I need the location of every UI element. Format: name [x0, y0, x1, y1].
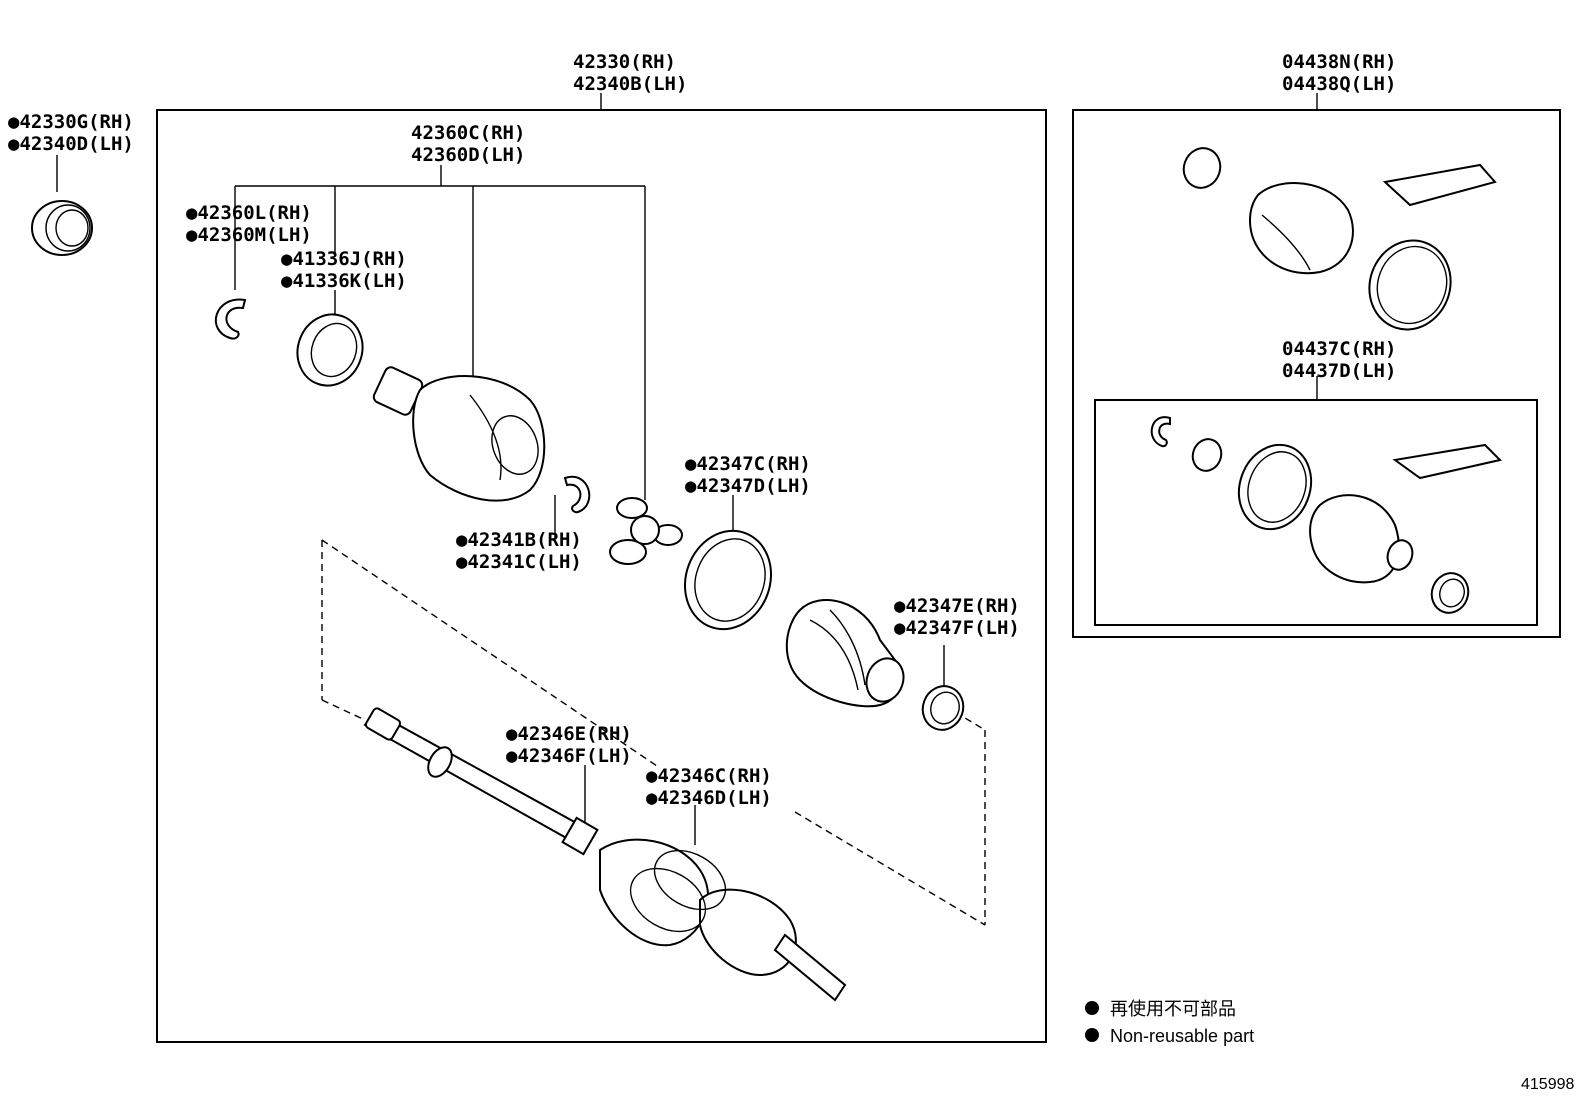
- legend-japanese: 再使用不可部品: [1110, 999, 1236, 1019]
- label-band-d-lh: ●42346D(LH): [646, 787, 772, 809]
- snap-ring-part: [214, 298, 247, 340]
- label-inner-joint-lh: 42360D(LH): [411, 144, 525, 166]
- boot-kit-lower-parts: [1150, 416, 1502, 614]
- boot-kit-inner-frame: [1094, 399, 1538, 626]
- label-band-b-rh: ●42347E(RH): [894, 595, 1020, 617]
- boot-band-small-part: [921, 685, 965, 731]
- label-band-d-rh: ●42346C(RH): [646, 765, 772, 787]
- label-ring-rh: ●42330G(RH): [8, 111, 134, 133]
- label-band-b-lh: ●42347F(LH): [894, 617, 1020, 639]
- label-clip-lh: ●42341C(LH): [456, 551, 582, 573]
- leader-lines: [56, 93, 1318, 845]
- legend: 再使用不可部品 Non-reusable part: [1085, 999, 1254, 1046]
- label-seal-lh: ●41336K(LH): [281, 270, 407, 292]
- inner-joint-housing-part: [372, 366, 546, 502]
- label-snap-ring-rh: ●42360L(RH): [186, 202, 312, 224]
- label-clip-rh: ●42341B(RH): [456, 529, 582, 551]
- label-band-c-rh: ●42346E(RH): [506, 723, 632, 745]
- label-inner-joint-rh: 42360C(RH): [411, 122, 525, 144]
- label-boot-kit2-rh: 04437C(RH): [1282, 338, 1396, 360]
- tripod-joint-part: [609, 497, 683, 565]
- label-band-a-rh: ●42347C(RH): [685, 453, 811, 475]
- label-snap-ring-lh: ●42360M(LH): [186, 224, 312, 246]
- label-band-c-lh: ●42346F(LH): [506, 745, 632, 767]
- legend-bullet-icon: [1085, 1001, 1099, 1015]
- label-boot-kit-rh: 04438N(RH): [1282, 51, 1396, 73]
- boot-band-large-part: [683, 529, 773, 631]
- boot-kit-upper-parts: [1182, 147, 1497, 331]
- clip-part: [563, 475, 591, 514]
- bearing-ring-part: [31, 200, 93, 256]
- label-shaft-assy-lh: 42340B(LH): [573, 73, 687, 95]
- oil-seal-part: [296, 313, 364, 387]
- figure-number: 415998: [1521, 1076, 1574, 1093]
- label-band-a-lh: ●42347D(LH): [685, 475, 811, 497]
- label-seal-rh: ●41336J(RH): [281, 248, 407, 270]
- legend-english: Non-reusable part: [1110, 1026, 1254, 1046]
- legend-bullet-icon: [1085, 1028, 1099, 1042]
- label-boot-kit-lh: 04438Q(LH): [1282, 73, 1396, 95]
- label-boot-kit2-lh: 04437D(LH): [1282, 360, 1396, 382]
- drive-shaft-part: [363, 707, 847, 1002]
- label-shaft-assy-rh: 42330(RH): [573, 51, 676, 73]
- label-ring-lh: ●42340D(LH): [8, 133, 134, 155]
- boot-part: [785, 599, 905, 708]
